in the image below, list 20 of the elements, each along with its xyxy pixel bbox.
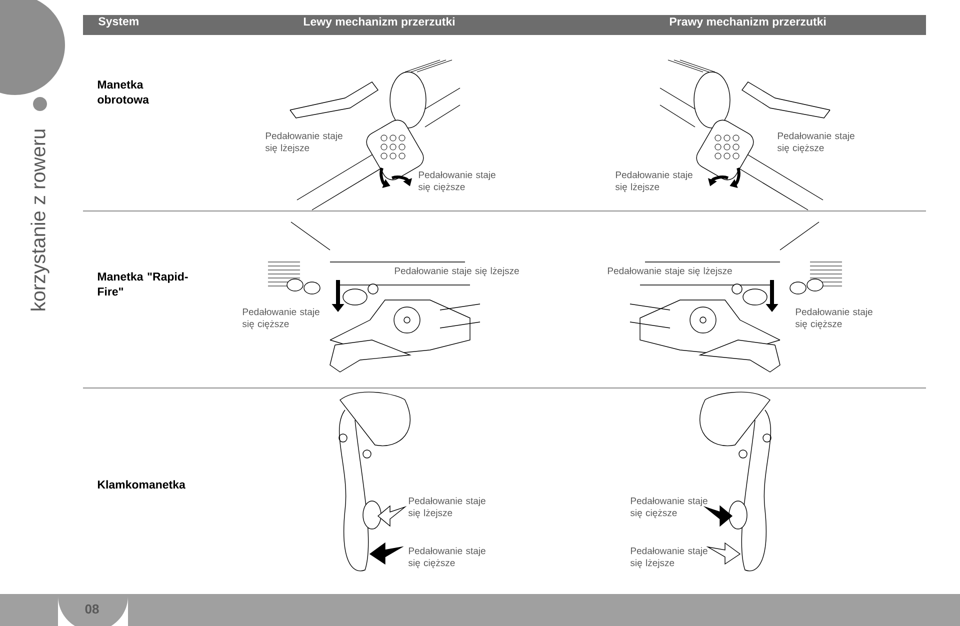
caption-text: Pedałowanie staje się lżejsze [630, 547, 708, 568]
side-title: korzystanie z roweru [30, 130, 50, 310]
caption-text: Pedałowanie staje się lżejsze [408, 497, 486, 518]
caption-text: Pedałowanie staje się lżejsze [615, 171, 692, 192]
caption-text: Pedałowanie staje się cięższe [408, 547, 486, 568]
caption-text: Pedałowanie staje się lżejsze [395, 267, 519, 276]
column-heading: System [98, 17, 138, 28]
caption-text: Pedałowanie staje się cięższe [418, 171, 496, 192]
row-heading: Klamkomanetka [98, 480, 186, 489]
caption-text: Pedałowanie staje się lżejsze [265, 132, 342, 154]
row-heading: Manetka "Rapid-Fire" [98, 272, 188, 296]
column-heading: Prawy mechanizm przerzutki [670, 17, 826, 28]
page-number: 08 [85, 604, 99, 614]
row-heading: Manetka obrotowa [98, 80, 150, 104]
caption-text: Pedałowanie staje się cięższe [777, 132, 854, 154]
caption-text: Pedałowanie staje się lżejsze [608, 267, 732, 276]
column-heading: Lewy mechanizm przerzutki [304, 17, 454, 28]
caption-text: Pedałowanie staje się cięższe [795, 308, 872, 330]
caption-text: Pedałowanie staje się cięższe [630, 497, 708, 518]
caption-text: Pedałowanie staje się cięższe [242, 308, 320, 330]
